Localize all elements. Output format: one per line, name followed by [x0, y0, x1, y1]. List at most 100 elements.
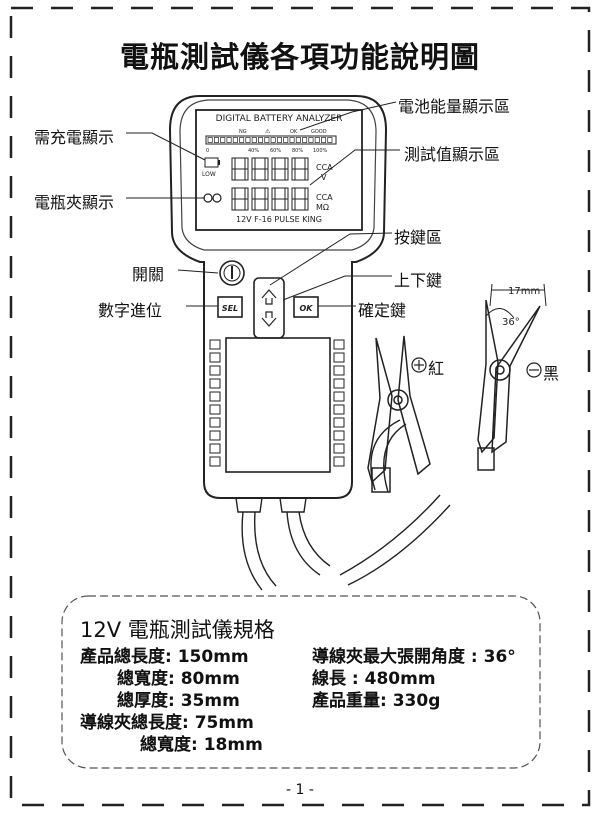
scale-100: 100% — [313, 148, 328, 154]
page-number: - 1 - — [286, 782, 314, 798]
grip-rib — [333, 417, 345, 428]
spec-left-line: 產品總長度: 150mm — [80, 647, 249, 667]
level-segment — [226, 137, 232, 143]
callout-battery-level: 電池能量顯示區 — [398, 97, 511, 116]
callout-black: 黑 — [543, 364, 560, 383]
jaw-dimension — [485, 283, 547, 319]
level-segment — [302, 137, 308, 143]
lcd-digits — [231, 157, 309, 211]
callout-digit-advance: 數字進位 — [98, 301, 163, 320]
seven-segment-digit — [271, 157, 289, 181]
jaw-angle-label: 36° — [502, 317, 520, 328]
level-segment — [264, 137, 270, 143]
grip-rib — [333, 456, 345, 467]
spec-left-line: 導線夾總長度: 75mm — [80, 713, 254, 733]
callout-test-value: 測試值顯示區 — [404, 145, 501, 164]
device-body — [168, 95, 388, 499]
callout-lines — [126, 101, 400, 307]
spec-right-line: 產品重量: 330g — [312, 691, 441, 711]
arrow-down-icon — [261, 311, 277, 327]
minus-circle-icon — [526, 362, 542, 378]
grip-rib — [333, 430, 345, 441]
scale-ng: NG — [239, 129, 247, 135]
scale-40: 40% — [248, 148, 259, 154]
spec-left-line: 總寬度: 18mm — [140, 735, 263, 755]
cables — [241, 419, 451, 591]
callout-clip-display: 電瓶夾顯示 — [34, 193, 115, 212]
unit-cca-2: CCA — [316, 193, 333, 202]
unit-mohm: MΩ — [316, 203, 329, 212]
grip-rib — [333, 339, 345, 350]
side-grips — [209, 339, 345, 467]
seven-segment-digit — [231, 187, 249, 211]
spec-right-line: 線長 : 480mm — [312, 669, 436, 689]
ok-button[interactable]: OK — [293, 296, 319, 318]
level-segment — [314, 137, 320, 143]
spec-heading: 12V 電瓶測試儀規格 — [80, 618, 275, 642]
battery-level-bar — [205, 135, 337, 145]
callout-keys-area: 按鍵區 — [394, 228, 443, 247]
low-battery-icon — [204, 157, 220, 168]
grip-rib — [333, 404, 345, 415]
level-segment — [213, 137, 219, 143]
level-segment — [220, 137, 226, 143]
grip-rib — [209, 430, 221, 441]
grip-rib — [209, 456, 221, 467]
low-label: LOW — [202, 171, 216, 178]
level-segment — [245, 137, 251, 143]
red-clip — [367, 335, 431, 493]
grip-rib — [209, 352, 221, 363]
level-segment — [321, 137, 327, 143]
scale-80: 80% — [292, 148, 303, 154]
spec-right-line: 導線夾最大張開角度 : 36° — [312, 647, 516, 667]
callout-up-down-key: 上下鍵 — [394, 271, 443, 290]
grip-rib — [209, 417, 221, 428]
level-segment — [327, 137, 333, 143]
level-segment — [283, 137, 289, 143]
level-segment — [308, 137, 314, 143]
grip-rib — [209, 404, 221, 415]
seven-segment-digit — [231, 157, 249, 181]
brand-line: DIGITAL BATTERY ANALYZER — [216, 114, 343, 124]
spec-left-line: 總厚度: 35mm — [117, 691, 240, 711]
grip-rib — [333, 352, 345, 363]
grip-rib — [333, 378, 345, 389]
seven-segment-digit — [251, 187, 269, 211]
grip-rib — [209, 365, 221, 376]
sel-button[interactable]: SEL — [217, 296, 243, 318]
lcd-screen — [195, 109, 363, 231]
callout-confirm-key: 確定鍵 — [358, 301, 407, 320]
cable-connectors — [235, 497, 307, 513]
scale-0: 0 — [206, 148, 209, 154]
scale-ok: OK — [290, 129, 298, 135]
grip-rib — [209, 391, 221, 402]
grip-rib — [333, 391, 345, 402]
seven-segment-digit — [291, 157, 309, 181]
spec-left-line: 總寬度: 80mm — [117, 669, 240, 689]
jaw-width-label: 17mm — [508, 286, 540, 297]
grip-rib — [209, 378, 221, 389]
svg-text:SEL: SEL — [222, 304, 238, 313]
black-clip — [477, 299, 541, 471]
level-segment — [239, 137, 245, 143]
grip-rib — [209, 339, 221, 350]
page-title: 電瓶測試儀各項功能說明圖 — [119, 40, 480, 74]
unit-v: V — [321, 173, 327, 182]
arrow-up-icon — [261, 289, 277, 305]
level-segment — [270, 137, 276, 143]
battery-compartment — [225, 337, 331, 473]
svg-text:OK: OK — [300, 304, 314, 313]
level-segment — [207, 137, 213, 143]
seven-segment-digit — [251, 157, 269, 181]
callout-charge-needed: 需充電顯示 — [34, 128, 115, 147]
level-segment — [295, 137, 301, 143]
power-switch[interactable] — [219, 260, 245, 286]
level-segment — [232, 137, 238, 143]
model-line: 12V F-16 PULSE KING — [236, 215, 322, 224]
scale-60: 60% — [270, 148, 281, 154]
plus-circle-icon — [411, 357, 427, 373]
level-segment — [289, 137, 295, 143]
